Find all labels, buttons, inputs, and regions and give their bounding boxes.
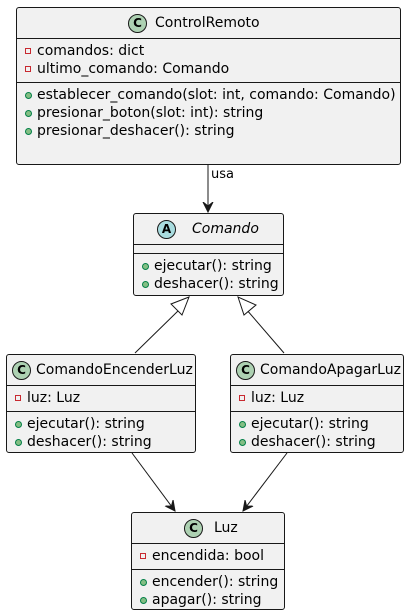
edge-apagar-to-luz <box>243 452 288 511</box>
class-name: Comando <box>192 221 259 237</box>
class-name: ComandoEncenderLuz <box>36 362 193 378</box>
divider <box>7 385 195 386</box>
method-text: apagar(): string <box>152 592 262 608</box>
methods-section: ejecutar(): string deshacer(): string <box>134 254 283 297</box>
private-visibility-icon <box>140 553 146 559</box>
attribute-row: luz: Luz <box>7 389 195 407</box>
divider <box>132 569 284 570</box>
class-name: ComandoApagarLuz <box>260 362 401 378</box>
public-visibility-icon <box>140 597 147 604</box>
method-text: encender(): string <box>152 574 279 590</box>
class-comando-apagar-luz[interactable]: C ComandoApagarLuz luz: Luz ejecutar(): … <box>230 354 404 453</box>
public-visibility-icon <box>15 439 22 446</box>
public-visibility-icon <box>239 439 246 446</box>
private-visibility-icon <box>15 395 21 401</box>
divider <box>231 411 403 412</box>
inheritance-triangle-apagar <box>237 296 257 316</box>
public-visibility-icon <box>25 128 32 135</box>
public-visibility-icon <box>142 263 149 270</box>
attributes-section <box>134 245 283 253</box>
attributes-section: comandos: dict ultimo_comando: Comando <box>17 39 400 82</box>
methods-section: ejecutar(): string deshacer(): string <box>231 412 403 455</box>
public-visibility-icon <box>15 421 22 428</box>
method-row: encender(): string <box>132 573 284 591</box>
divider <box>17 82 400 83</box>
method-row: establecer_comando(slot: int, comando: C… <box>17 86 400 104</box>
attribute-text: encendida: bool <box>152 548 264 564</box>
method-row: ejecutar(): string <box>231 415 403 433</box>
attribute-row: ultimo_comando: Comando <box>17 60 400 78</box>
methods-section: ejecutar(): string deshacer(): string <box>7 412 195 455</box>
private-visibility-icon <box>25 66 31 72</box>
divider <box>132 543 284 544</box>
class-comando-encender-luz[interactable]: C ComandoEncenderLuz luz: Luz ejecutar()… <box>6 354 196 453</box>
class-control-remoto[interactable]: C ControlRemoto comandos: dict ultimo_co… <box>16 7 401 165</box>
class-stereotype-icon: C <box>128 14 147 33</box>
public-visibility-icon <box>140 579 147 586</box>
inheritance-triangle-encender <box>170 296 190 316</box>
method-row: apagar(): string <box>132 591 284 609</box>
abstract-stereotype-icon: A <box>157 220 176 239</box>
public-visibility-icon <box>25 92 32 99</box>
class-name: Luz <box>214 520 238 536</box>
divider <box>231 385 403 386</box>
method-row: presionar_deshacer(): string <box>17 122 400 140</box>
method-row: ejecutar(): string <box>7 415 195 433</box>
divider <box>134 244 283 245</box>
attribute-text: comandos: dict <box>37 43 145 59</box>
private-visibility-icon <box>25 48 31 54</box>
method-text: presionar_boton(slot: int): string <box>37 105 264 121</box>
public-visibility-icon <box>25 110 32 117</box>
public-visibility-icon <box>239 421 246 428</box>
method-text: ejecutar(): string <box>251 416 369 432</box>
attributes-section: encendida: bool <box>132 544 284 569</box>
methods-section: encender(): string apagar(): string <box>132 570 284 613</box>
attribute-text: ultimo_comando: Comando <box>37 61 230 77</box>
class-header: C ControlRemoto <box>17 8 400 38</box>
method-text: presionar_deshacer(): string <box>37 123 235 139</box>
attribute-text: luz: Luz <box>251 390 305 406</box>
method-row: deshacer(): string <box>7 433 195 451</box>
divider <box>17 38 400 39</box>
attributes-section: luz: Luz <box>7 386 195 411</box>
method-row: deshacer(): string <box>134 275 283 293</box>
method-text: ejecutar(): string <box>154 258 272 274</box>
attribute-row: comandos: dict <box>17 42 400 60</box>
method-text: establecer_comando(slot: int, comando: C… <box>37 87 396 103</box>
class-comando[interactable]: A Comando ejecutar(): string deshacer():… <box>133 213 284 296</box>
class-header: C ComandoEncenderLuz <box>7 355 195 385</box>
public-visibility-icon <box>142 281 149 288</box>
method-text: deshacer(): string <box>154 276 279 292</box>
method-text: deshacer(): string <box>27 434 152 450</box>
class-header: A Comando <box>134 214 283 244</box>
method-row: ejecutar(): string <box>134 257 283 275</box>
edge-apagar-inherits-comando <box>245 308 285 354</box>
class-header: C ComandoApagarLuz <box>231 355 403 385</box>
class-stereotype-icon: C <box>184 519 203 538</box>
edge-label-usa: usa <box>211 167 234 182</box>
divider <box>134 253 283 254</box>
class-luz[interactable]: C Luz encendida: bool encender(): string… <box>131 512 285 610</box>
edge-encender-inherits-comando <box>134 308 181 354</box>
attributes-section: luz: Luz <box>231 386 403 411</box>
methods-section: establecer_comando(slot: int, comando: C… <box>17 83 400 144</box>
method-text: deshacer(): string <box>251 434 376 450</box>
private-visibility-icon <box>239 395 245 401</box>
method-row: presionar_boton(slot: int): string <box>17 104 400 122</box>
class-stereotype-icon: C <box>236 361 255 380</box>
class-name: ControlRemoto <box>155 15 260 31</box>
attribute-row: luz: Luz <box>231 389 403 407</box>
attribute-row: encendida: bool <box>132 547 284 565</box>
method-text: ejecutar(): string <box>27 416 145 432</box>
class-header: C Luz <box>132 513 284 543</box>
class-stereotype-icon: C <box>12 361 31 380</box>
edge-encender-to-luz <box>131 452 175 511</box>
divider <box>7 411 195 412</box>
attribute-text: luz: Luz <box>27 390 81 406</box>
method-row: deshacer(): string <box>231 433 403 451</box>
